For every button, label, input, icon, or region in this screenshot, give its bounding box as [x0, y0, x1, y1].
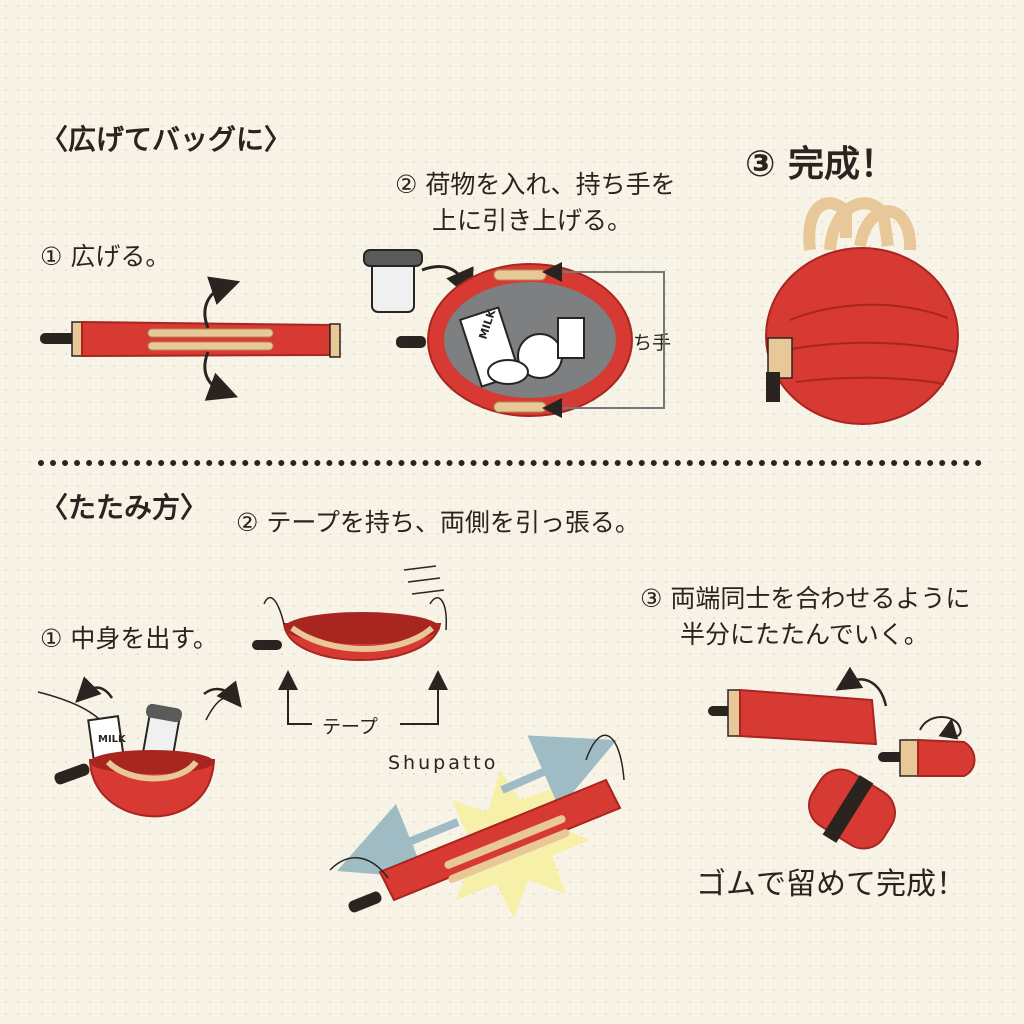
half-folded-bag [708, 688, 878, 746]
open-step-2-line-1: ② 荷物を入れ、持ち手を [395, 170, 676, 199]
curved-arrow-icon [203, 680, 242, 708]
fold-step-2-label: ② テープを持ち、両側を引っ張る。 [236, 508, 640, 537]
section-title-open: 〈広げてバッグに〉 [40, 123, 293, 156]
emptying-bag [37, 691, 239, 818]
rotate-arrow-icon [203, 351, 239, 401]
open-bag [396, 263, 633, 417]
stretched-bag [329, 734, 625, 913]
curved-arrow-icon [421, 265, 474, 300]
brand-logo-text: Shupatto [388, 752, 499, 774]
open-step-2-line-2: 上に引き上げる。 [432, 206, 633, 235]
finished-rolled-bag [808, 768, 896, 850]
milk-carton-label-2: MILK [98, 734, 127, 745]
open-step-1-label: ① 広げる。 [40, 242, 171, 271]
section-title-fold: 〈たたみ方〉 [40, 491, 209, 524]
tape-label: テープ [322, 716, 378, 738]
fold-step-3-line-2: 半分にたたんでいく。 [680, 620, 929, 649]
bracket-line-icon [287, 684, 439, 725]
rotate-arrow-icon [203, 276, 241, 329]
pull-arrow-icon [500, 735, 617, 809]
bracket-line-icon [556, 271, 665, 409]
curved-arrow-icon [835, 666, 888, 707]
finished-bag [765, 197, 959, 425]
fold-finish-label: ゴムで留めて完成！ [696, 867, 966, 902]
rotate-arrow-icon [919, 716, 962, 740]
open-step-3-label: ③ 完成！ [745, 144, 897, 185]
cup-item [363, 249, 423, 313]
curved-arrow-icon [75, 676, 114, 703]
section-divider [38, 460, 982, 466]
fold-step-1-label: ① 中身を出す。 [40, 624, 218, 653]
flat-bag [40, 320, 341, 358]
pulled-bag [252, 565, 447, 661]
pull-arrow-icon [336, 803, 460, 879]
fold-step-3-line-1: ③ 両端同士を合わせるように [640, 584, 971, 613]
rolled-bag [878, 738, 976, 777]
